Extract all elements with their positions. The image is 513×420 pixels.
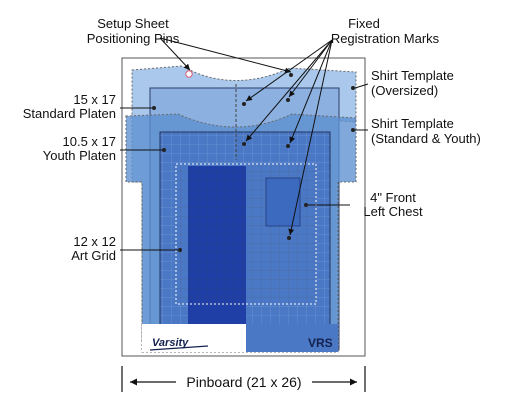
label-dot-oversized — [351, 86, 355, 90]
label-left-chest-line2: Left Chest — [363, 204, 423, 219]
registration-mark-1 — [242, 102, 246, 106]
left-logo: Varsity — [152, 337, 189, 349]
label-fixed-registration-line1: Fixed — [348, 16, 380, 31]
label-shirt-standard-line2: (Standard & Youth) — [371, 131, 481, 146]
label-dot-left-chest — [304, 203, 308, 207]
label-standard-platen-line1: 15 x 17 — [73, 92, 116, 107]
left-chest-box — [265, 177, 301, 227]
right-logo: VRS — [308, 336, 333, 350]
registration-mark-2 — [286, 98, 290, 102]
label-fixed-registration-line2: Registration Marks — [331, 31, 440, 46]
bottom-right-panel — [246, 324, 338, 352]
label-setup-pins-line1: Setup Sheet — [97, 16, 169, 31]
label-dot-art-grid — [178, 248, 182, 252]
leader-lines — [120, 37, 369, 251]
registration-mark-4 — [286, 144, 290, 148]
left-logo-underline — [149, 345, 209, 351]
label-art-grid-line2: Art Grid — [71, 248, 116, 263]
registration-mark-5 — [287, 236, 291, 240]
label-setup-pins-line2: Positioning Pins — [87, 31, 180, 46]
positioning-pin-right — [289, 73, 293, 77]
positioning-pin-left — [185, 70, 193, 78]
label-art-grid-line1: 12 x 12 — [73, 234, 116, 249]
registration-mark-3 — [242, 142, 246, 146]
pinboard-dimension — [121, 366, 366, 392]
label-shirt-oversized-line1: Shirt Template — [371, 68, 454, 83]
label-pinboard: Pinboard (21 x 26) — [186, 374, 301, 390]
label-youth-platen-line2: Youth Platen — [43, 148, 116, 163]
label-dot-standard-platen — [152, 106, 156, 110]
label-dot-youth-platen — [162, 148, 166, 152]
label-dot-standard-shirt — [351, 128, 355, 132]
label-shirt-standard-line1: Shirt Template — [371, 116, 454, 131]
label-standard-platen-line2: Standard Platen — [23, 106, 116, 121]
label-youth-platen-line1: 10.5 x 17 — [63, 134, 117, 149]
art-grid-border — [175, 163, 317, 305]
label-left-chest-line1: 4" Front — [370, 190, 416, 205]
label-shirt-oversized-line2: (Oversized) — [371, 83, 438, 98]
